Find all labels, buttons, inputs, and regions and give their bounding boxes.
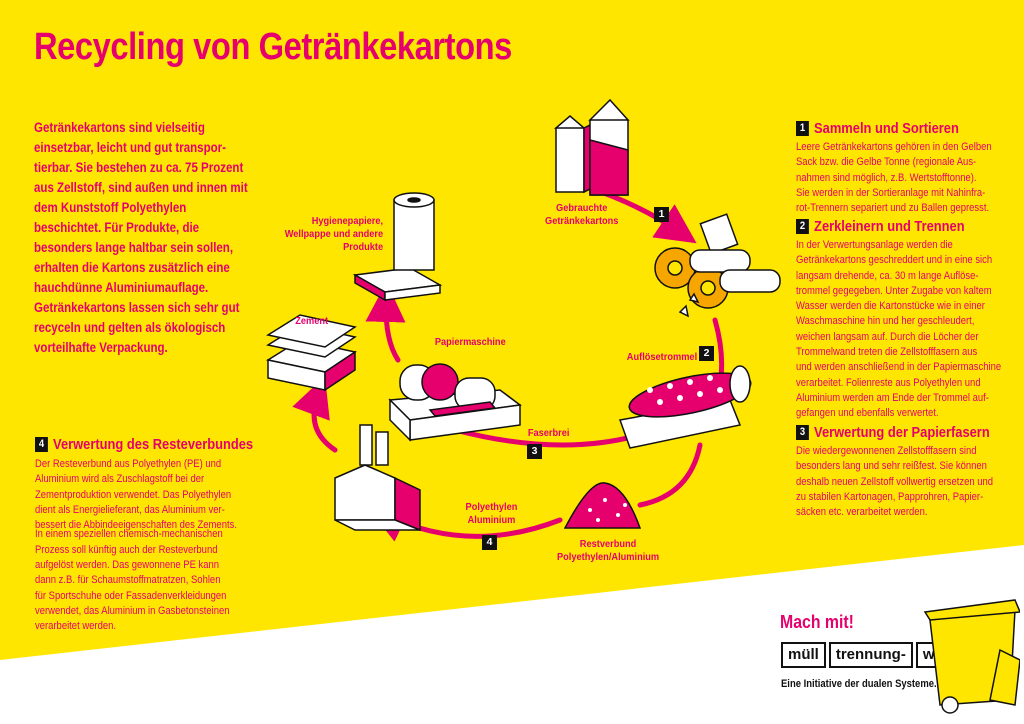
- paper-machine-icon: [388, 363, 522, 442]
- page-title: Recycling von Getränkekartons: [34, 26, 512, 68]
- section-4-body-2: In einem speziellen chemisch-mechanische…: [35, 528, 230, 633]
- yellow-bin-icon: [923, 599, 1020, 714]
- section-2-number: 2: [796, 219, 809, 234]
- mach-mit-label: Mach mit!: [780, 612, 854, 632]
- section-3: 3 Verwertung der Papierfasern Die wieder…: [796, 424, 1024, 520]
- section-3-number: 3: [796, 425, 809, 440]
- step-badge-1: 1: [654, 207, 669, 222]
- logo-part-muell: müll: [781, 642, 826, 668]
- section-2: 2 Zerkleinern und Trennen In der Verwert…: [796, 218, 1024, 422]
- intro-text: Getränkekartons sind vielseitig einsetzb…: [34, 120, 248, 355]
- factory-icon: [334, 424, 421, 532]
- section-4-title: Verwertung des Resteverbundes: [53, 436, 254, 453]
- initiative-text: Eine Initiative der dualen Systeme.: [781, 678, 937, 690]
- label-paper-machine: Papiermaschine: [434, 336, 506, 348]
- section-3-heading: 3 Verwertung der Papierfasern: [796, 424, 1002, 441]
- step-badge-2: 2: [699, 346, 714, 361]
- section-1-heading: 1 Sammeln und Sortieren: [796, 120, 1002, 137]
- step-badge-3: 3: [527, 444, 542, 459]
- arrow-factory-to-cement: [292, 376, 338, 453]
- section-1-body: Leere Getränkekartons gehören in den Gel…: [796, 141, 992, 215]
- drum-icon: [618, 365, 752, 449]
- section-2-heading: 2 Zerkleinern und Trennen: [796, 218, 1002, 235]
- label-cement: Zement: [295, 315, 329, 327]
- cement-bags-icon: [266, 314, 357, 392]
- arrow-papermachine-to-hygiene: [365, 282, 406, 363]
- arrow-drum-to-rest: [637, 442, 703, 508]
- label-used-cartons: Gebrauchte Getränkekartons: [545, 202, 619, 227]
- carton-icon: [553, 98, 630, 196]
- hygiene-paper-icon: [352, 192, 443, 302]
- section-3-title: Verwertung der Papierfasern: [814, 424, 990, 441]
- section-4-body: Der Resteverbund aus Polyethylen (PE) un…: [35, 458, 237, 532]
- label-polyethylen-aluminium: Polyethylen Aluminium: [465, 501, 518, 526]
- step-badge-4: 4: [482, 535, 497, 550]
- section-4: 4 Verwertung des Resteverbundes Der Rest…: [35, 436, 295, 635]
- section-4-heading: 4 Verwertung des Resteverbundes: [35, 436, 259, 453]
- section-1-number: 1: [796, 121, 809, 136]
- shredder-icon: [654, 213, 781, 318]
- label-drum: Auflösetrommel: [626, 351, 698, 363]
- label-faserbrei: Faserbrei: [527, 427, 570, 439]
- section-1-title: Sammeln und Sortieren: [814, 120, 959, 137]
- rest-pile-icon: [563, 482, 642, 529]
- section-2-title: Zerkleinern und Trennen: [814, 218, 965, 235]
- section-2-body: In der Verwertungsanlage werden die Getr…: [796, 239, 1002, 420]
- section-1: 1 Sammeln und Sortieren Leere Getränkeka…: [796, 120, 1024, 216]
- logo-part-trennung: trennung-: [828, 642, 913, 668]
- label-restverbund: Restverbund Polyethylen/Aluminium: [556, 538, 660, 563]
- section-3-body: Die wiedergewonnenen Zellstofffasern sin…: [796, 445, 994, 519]
- section-4-number: 4: [35, 437, 48, 452]
- label-hygiene: Hygienepapiere, Wellpappe und andere Pro…: [284, 215, 384, 253]
